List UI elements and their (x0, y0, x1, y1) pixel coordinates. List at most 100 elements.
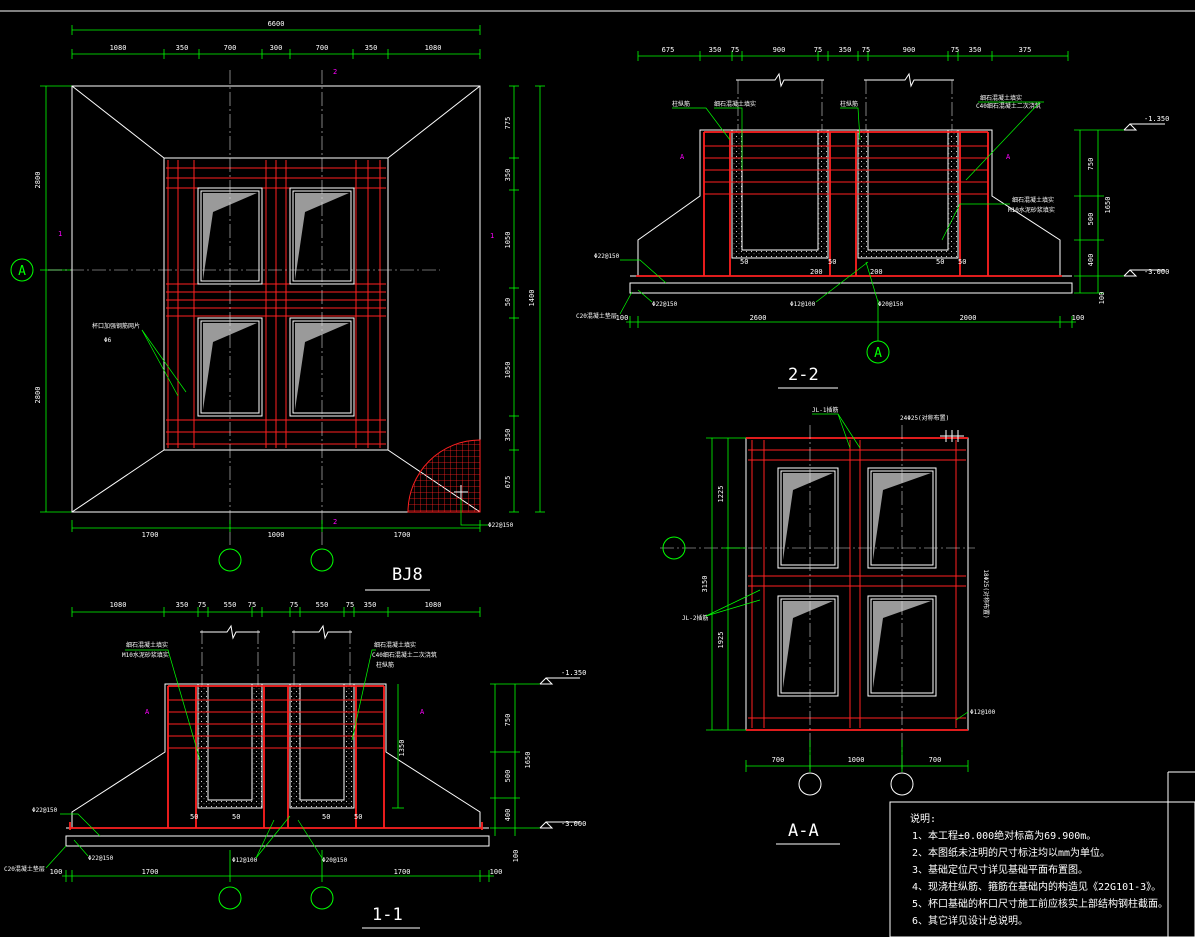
s11-gap: 50 (232, 813, 240, 821)
s11-title: 1-1 (372, 905, 403, 925)
s11-top-dim: 75 (346, 601, 354, 609)
notes-line: 5、杯口基础的杯口尺寸施工前应核实上部结构钢柱截面。 (912, 897, 1168, 910)
axis-bubble (662, 536, 686, 560)
plan-dim: 300 (270, 44, 283, 52)
plan-dim: 350 (176, 44, 189, 52)
s11-right-dim: 400 (504, 809, 512, 822)
s22-top-dim: 900 (903, 46, 916, 54)
s11-top-dim: 350 (364, 601, 377, 609)
axis-bubble (310, 548, 334, 572)
s22-bar: Φ12@100 (790, 301, 816, 308)
aa-top-label: JL-1插筋 (812, 406, 838, 414)
plan-bottom-dim: 1700 (394, 531, 411, 539)
plan-section-mark: 1 (58, 230, 62, 238)
plan-dim: 700 (316, 44, 329, 52)
s22-right-dim: 500 (1087, 213, 1095, 226)
general-notes: 说明: 1、本工程±0.000绝对标高为69.900m。 2、本图纸未注明的尺寸… (889, 771, 1195, 937)
s22-elev-top: -1.350 (1144, 115, 1169, 123)
plan-title: BJ8 (392, 565, 423, 585)
s22-gap: 50 (828, 258, 836, 266)
aa-side-note: 18Φ25(对称布置) (982, 569, 990, 618)
s22-ann: 细石混凝土填实 (714, 100, 756, 108)
plan-bar-note: Φ22@150 (488, 522, 514, 529)
s11-gap: 50 (190, 813, 198, 821)
plan-dim: 350 (365, 44, 378, 52)
s22-ann: 柱纵筋 (840, 100, 858, 108)
plan-left-dim: 2800 (34, 387, 42, 404)
s11-top-dim: 75 (248, 601, 256, 609)
axis-bubble (890, 772, 914, 796)
s11-bar: Φ20@150 (322, 857, 348, 864)
plan-section-mark: 2 (333, 68, 337, 76)
s22-top-dim: 75 (731, 46, 739, 54)
aa-bottom-dim: 700 (772, 756, 785, 764)
bottom-mesh-detail (407, 439, 481, 513)
s11-top-dim: 1080 (425, 601, 442, 609)
s22-top-dim: 75 (814, 46, 822, 54)
plan-right-dim: 350 (504, 429, 512, 442)
notes-line: 1、本工程±0.000绝对标高为69.900m。 (912, 829, 1096, 842)
axis-bubble (218, 548, 242, 572)
plan-bottom-dim: 1000 (268, 531, 285, 539)
s11-bottom-dim: 100 (490, 868, 503, 876)
s22-bottom-dim: 100 (1072, 314, 1085, 322)
notes-line: 6、其它详见设计总说明。 (912, 914, 1028, 927)
s11-bar: Φ12@100 (232, 857, 258, 864)
s22-bottom-dim: 100 (616, 314, 629, 322)
s11-bottom-dim: 100 (50, 868, 63, 876)
s11-gap: 50 (354, 813, 362, 821)
s22-bottom-dim: 2000 (960, 314, 977, 322)
s22-gap: 50 (740, 258, 748, 266)
aa-left-total: 3150 (701, 576, 709, 593)
plan-section-mark: 2 (333, 518, 337, 526)
s11-top-dim: 350 (176, 601, 189, 609)
s11-mark: A (420, 708, 425, 716)
plan-right-total: 1400 (528, 290, 536, 307)
s11-ann: C40细石混凝土二次浇筑 (372, 651, 437, 659)
notes-line: 2、本图纸未注明的尺寸标注均以mm为单位。 (912, 846, 1110, 859)
section-a-a: JL-1插筋 24Φ25(对称布置) 18Φ25(对称布置) JL-2插筋 Φ1… (660, 406, 996, 845)
s22-ann: C40细石混凝土二次浇筑 (976, 102, 1041, 110)
s11-right-dim: 500 (504, 770, 512, 783)
plan-left-dim: 2800 (34, 172, 42, 189)
s22-top-dim: 900 (773, 46, 786, 54)
s22-bottom-dim: 2600 (750, 314, 767, 322)
s11-ann: 细石混凝土填实 (374, 641, 416, 649)
s11-bar: Φ22@150 (88, 855, 114, 862)
plan-right-dim: 1050 (504, 362, 512, 379)
notes-title: 说明: (910, 812, 936, 825)
s22-inner-dim: 200 (870, 268, 883, 276)
s22-mark: A (680, 153, 685, 161)
s11-gap: 50 (322, 813, 330, 821)
s22-gap: 50 (936, 258, 944, 266)
s11-bar: Φ22@150 (32, 807, 58, 814)
s22-mark: A (1006, 153, 1011, 161)
s11-top-dim: 550 (224, 601, 237, 609)
plan-view: 6600 1080 350 700 300 700 350 1080 2800 … (10, 20, 545, 591)
s22-top-dim: 350 (839, 46, 852, 54)
plan-dim: 1080 (110, 44, 127, 52)
s22-right-dim: 400 (1087, 254, 1095, 267)
s22-ann: 柱纵筋 (672, 100, 690, 108)
s11-inner-dim: 1350 (398, 740, 406, 757)
s11-ann: M10水泥砂浆填实 (122, 651, 169, 659)
s22-title: 2-2 (788, 365, 819, 385)
s22-top-dim: 350 (709, 46, 722, 54)
s22-ann: 细石混凝土填实 (1012, 196, 1054, 204)
s11-cushion: C20混凝土垫层 (4, 865, 45, 873)
s22-ann: M10水泥砂浆填实 (1008, 206, 1055, 214)
plan-dim: 1080 (425, 44, 442, 52)
s22-gap: 50 (958, 258, 966, 266)
s11-right-total: 1650 (524, 752, 532, 769)
plan-mesh-note-dia: Φ6 (104, 337, 112, 344)
s11-top-dim: 75 (198, 601, 206, 609)
s22-cushion: C20混凝土垫层 (576, 312, 617, 320)
s11-top-dim: 75 (290, 601, 298, 609)
s22-right-total: 1650 (1104, 197, 1112, 214)
s11-right-dim: 750 (504, 714, 512, 727)
section-2-2: 675 350 75 900 75 350 75 900 75 350 375 … (576, 46, 1169, 389)
aa-bottom-dim: 700 (929, 756, 942, 764)
aa-bottom-dim: 1000 (848, 756, 865, 764)
aa-left-dim: 1225 (717, 486, 725, 503)
axis-bubble-a (10, 258, 34, 282)
